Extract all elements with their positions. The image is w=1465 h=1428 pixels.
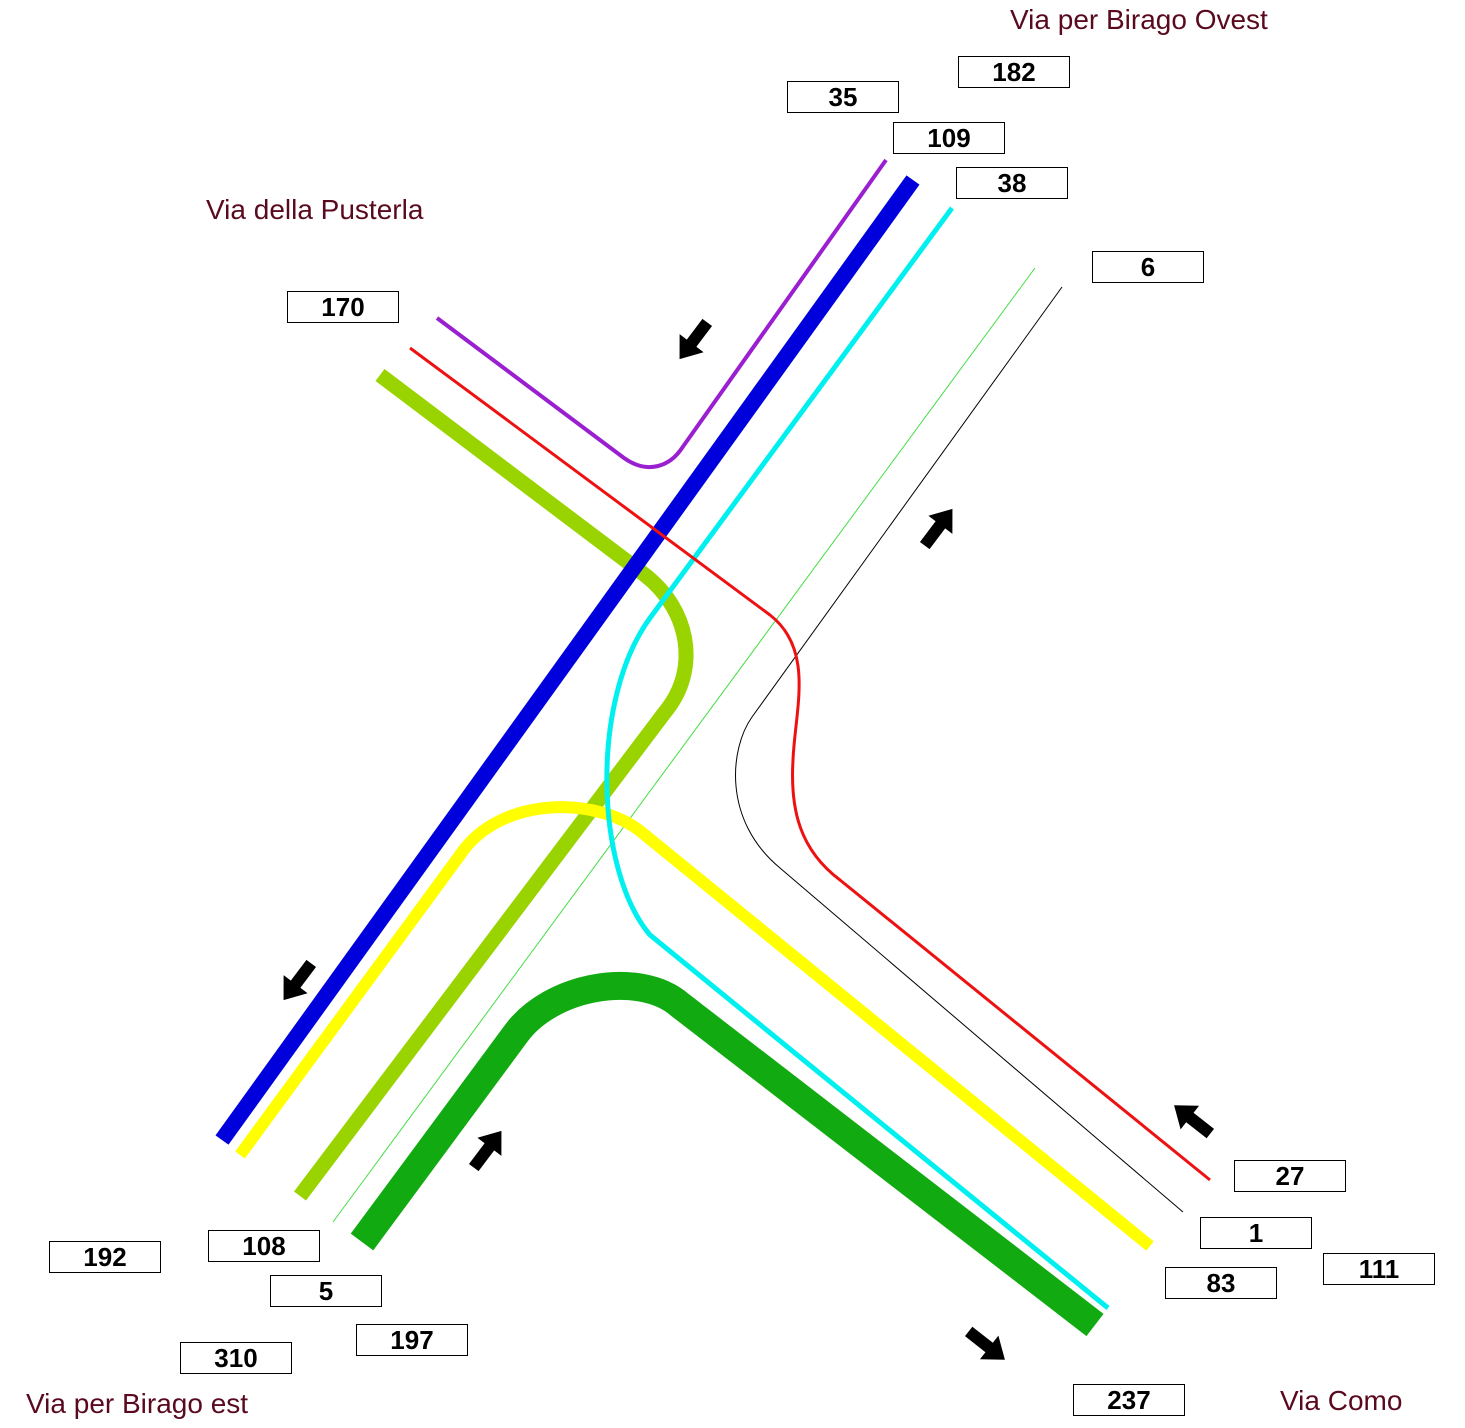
flow-line-yellow-green <box>294 369 694 1201</box>
flow-line-light-green <box>332 267 1036 1223</box>
flow-line-cyan <box>604 206 1110 1310</box>
count-box: 192 <box>49 1241 161 1273</box>
flow-line-yellow <box>235 801 1154 1251</box>
arrow-southwest-icon <box>667 313 720 369</box>
count-box: 182 <box>958 56 1070 88</box>
road-label-como: Via Como <box>1280 1385 1403 1416</box>
flow-line-red <box>409 346 1211 1182</box>
arrow-northwest-icon <box>1164 1093 1220 1146</box>
arrow-southeast-icon <box>959 1319 1015 1372</box>
flow-line-black <box>735 286 1184 1213</box>
count-box: 35 <box>787 81 899 113</box>
count-box: 310 <box>180 1342 292 1374</box>
count-box: 5 <box>270 1275 382 1307</box>
arrow-northeast-icon <box>912 499 965 555</box>
flow-line-blue <box>215 175 920 1145</box>
count-box: 197 <box>356 1324 468 1356</box>
road-label-birago-ovest: Via per Birago Ovest <box>1010 4 1268 35</box>
road-label-pusterla: Via della Pusterla <box>206 194 424 225</box>
flow-line-violet <box>435 158 888 469</box>
count-box: 237 <box>1073 1384 1185 1416</box>
arrow-northeast-icon <box>461 1121 514 1177</box>
count-box: 1 <box>1200 1217 1312 1249</box>
flow-line-green <box>350 972 1104 1337</box>
count-box: 6 <box>1092 251 1204 283</box>
count-box: 83 <box>1165 1267 1277 1299</box>
count-box: 109 <box>893 122 1005 154</box>
count-box: 170 <box>287 291 399 323</box>
count-box: 38 <box>956 167 1068 199</box>
count-box: 27 <box>1234 1160 1346 1192</box>
road-label-birago-est: Via per Birago est <box>26 1388 249 1419</box>
count-box: 111 <box>1323 1253 1435 1285</box>
count-box: 108 <box>208 1230 320 1262</box>
